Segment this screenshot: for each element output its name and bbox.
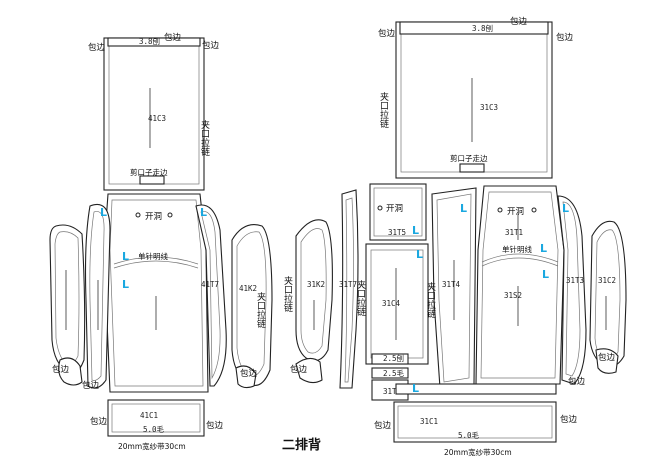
right-t5-opening: 开洞 xyxy=(386,203,403,214)
left-baobian-br: 包边 xyxy=(240,368,258,379)
left-top-edge: 3.8刨 xyxy=(139,36,160,46)
right-piece-c4: 31C4 夹口拉链 2.5刨 2.5毛 xyxy=(355,243,429,379)
left-L-2: L xyxy=(200,206,207,219)
right-baobian-tr: 包边 xyxy=(556,32,574,43)
left-baobian-tr: 包边 xyxy=(202,40,220,51)
right-baobian-tl: 包边 xyxy=(378,28,396,39)
left-wing-code-k2: 41K2 xyxy=(239,284,257,293)
left-tab-l xyxy=(58,357,83,386)
right-tab-r xyxy=(595,348,619,374)
right-piece-k2: 31K2 夹口拉链 xyxy=(282,219,333,362)
left-opening-label: 开洞 xyxy=(145,211,162,222)
right-baobian-r2: 包边 xyxy=(598,352,616,363)
right-bottom-tape: 20mm宽纱带30cm xyxy=(444,447,512,457)
right-piece-t4: 31T4 夹口拉链 xyxy=(425,187,477,389)
left-wing-side-label: 夹口拉链 xyxy=(255,291,266,329)
right-center-panel: 开洞 31T1 31S2 单针明线 xyxy=(475,185,565,385)
left-right-strips: 41T7 41K2 夹口拉链 xyxy=(195,204,273,387)
left-bottom-strip: 41C1 5.0毛 20mm宽纱带30cm 包边 包边 xyxy=(90,399,224,451)
right-baobian-top: 包边 xyxy=(510,16,528,27)
right-piece-t5: 开洞 31T5 xyxy=(369,183,427,241)
left-side-zip-label: 夹口拉链 xyxy=(199,119,210,157)
right-L-3: L xyxy=(460,202,467,215)
right-bottom-edge: 5.0毛 xyxy=(458,430,480,440)
right-t4-code: 31T4 xyxy=(442,280,461,289)
right-t5-code: 31T5 xyxy=(388,228,406,237)
right-piece-t3: 31T3 xyxy=(557,195,587,385)
right-cut-label: 剪口子走边 xyxy=(450,153,488,163)
right-bottom-strip: 31C1 5.0毛 20mm宽纱带30cm 包边 包边 xyxy=(374,401,578,457)
page-title: 二排背 xyxy=(282,437,321,453)
right-k2-side-label: 夹口拉链 xyxy=(282,275,293,313)
left-L-1: L xyxy=(100,206,107,219)
left-baobian-bl: 包边 xyxy=(82,380,100,391)
right-c4-edge-bottom: 2.5毛 xyxy=(383,368,405,378)
right-baobian-r: 包边 xyxy=(568,376,586,387)
right-t6-code: 31T6 xyxy=(383,387,402,396)
right-c2-code: 31C2 xyxy=(598,276,616,285)
left-top-code: 41C3 xyxy=(148,114,166,123)
right-bottom-baobian-r: 包边 xyxy=(560,414,578,425)
left-bottom-baobian-r: 包边 xyxy=(206,420,224,431)
right-L-7: L xyxy=(412,382,419,395)
left-side-code-t7: 41T7 xyxy=(201,280,219,289)
left-bottom-code: 41C1 xyxy=(140,411,158,420)
left-top-panel: 41C3 3.8刨 包边 包边 包边 剪口子走边 夹口拉链 xyxy=(88,32,220,191)
right-t1-opening: 开洞 xyxy=(507,206,524,217)
left-L-4: L xyxy=(122,278,129,291)
left-center-panel: 开洞 单针明线 xyxy=(103,193,209,393)
right-L-4: L xyxy=(562,202,569,215)
right-top-edge: 3.8刨 xyxy=(472,23,493,33)
right-k2-code: 31K2 xyxy=(307,280,325,289)
right-c4-code: 31C4 xyxy=(382,299,401,308)
right-c4-side-label: 夹口拉链 xyxy=(355,279,366,317)
left-pattern-set: 41C3 3.8刨 包边 包边 包边 剪口子走边 夹口拉链 开洞 单针明线 xyxy=(49,32,273,451)
right-bottom-baobian-l: 包边 xyxy=(374,420,392,431)
left-L-3: L xyxy=(122,250,129,263)
left-tab-r xyxy=(235,365,257,389)
right-L-1: L xyxy=(412,224,419,237)
right-tab-l xyxy=(295,357,323,384)
left-bottom-edge: 5.0毛 xyxy=(143,424,165,434)
right-pattern-set: 3.8刨 31C3 包边 包边 包边 剪口子走边 夹口拉链 开洞 31T5 31… xyxy=(282,16,627,457)
left-baobian-bl2: 包边 xyxy=(52,364,70,375)
left-cut-label: 剪口子走边 xyxy=(130,167,168,177)
left-baobian-top: 包边 xyxy=(164,32,182,43)
right-bottom-band xyxy=(395,383,557,395)
right-t1-code: 31T1 xyxy=(505,228,523,237)
right-zipper-line: 单针明线 xyxy=(502,244,532,254)
right-top-panel: 3.8刨 31C3 包边 包边 包边 剪口子走边 夹口拉链 xyxy=(378,16,574,179)
right-t4-side-label: 夹口拉链 xyxy=(425,281,436,319)
right-top-code: 31C3 xyxy=(480,103,498,112)
right-t3-code: 31T3 xyxy=(566,276,584,285)
right-t7-code: 31T7 xyxy=(339,280,357,289)
right-s2-code: 31S2 xyxy=(504,291,522,300)
right-top-side-label: 夹口拉链 xyxy=(378,91,389,129)
left-baobian-tl: 包边 xyxy=(88,42,106,53)
right-L-6: L xyxy=(542,268,549,281)
right-piece-c2: 31C2 xyxy=(589,220,627,368)
right-L-5: L xyxy=(540,242,547,255)
right-c4-edge-top: 2.5刨 xyxy=(383,353,404,363)
left-bottom-baobian-l: 包边 xyxy=(90,416,108,427)
right-baobian-l: 包边 xyxy=(290,364,308,375)
left-bottom-tape: 20mm宽纱带30cm xyxy=(118,441,186,451)
left-zipper-line: 单针明线 xyxy=(138,251,168,261)
left-side-strips xyxy=(49,203,111,389)
right-bottom-code: 31C1 xyxy=(420,417,438,426)
right-piece-t7: 31T7 xyxy=(339,189,359,389)
right-L-2: L xyxy=(416,248,423,261)
